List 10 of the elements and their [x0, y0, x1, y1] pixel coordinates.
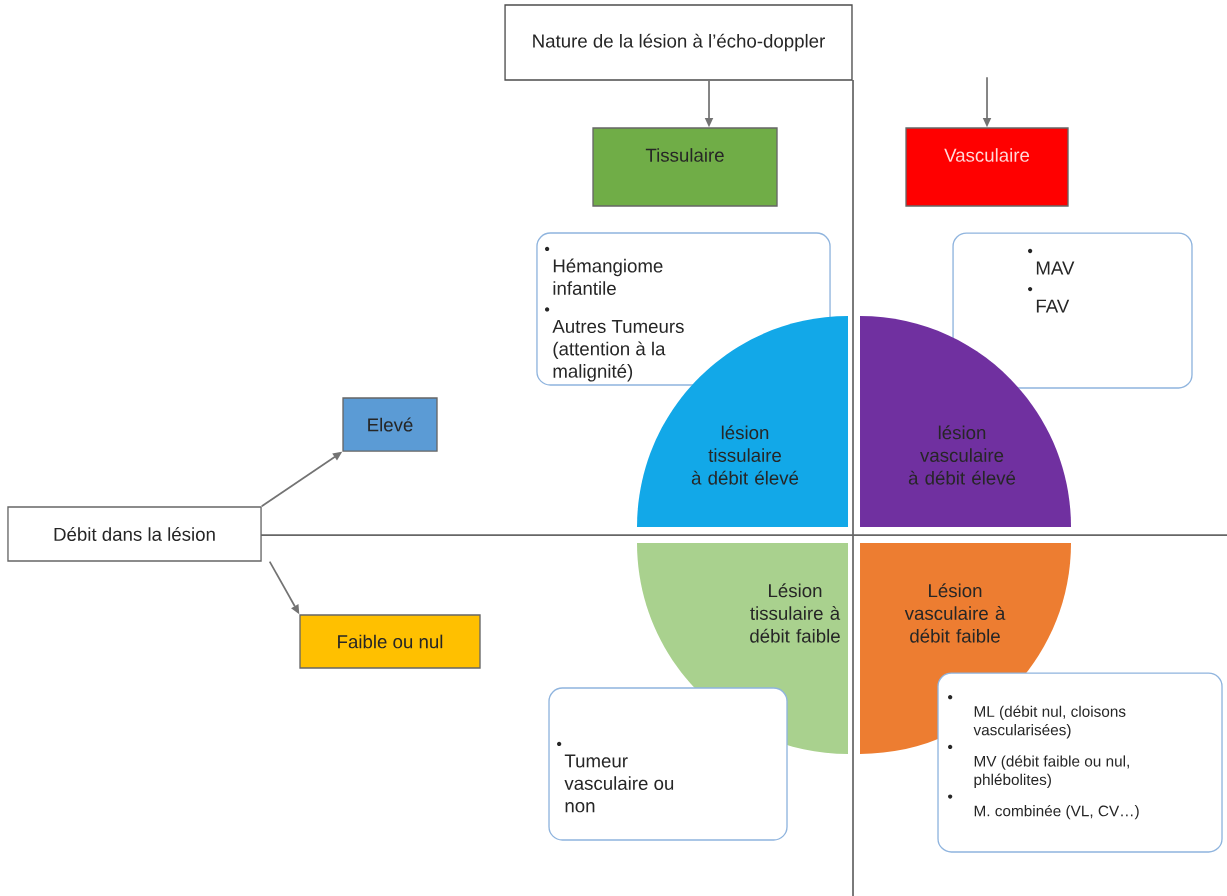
list-box: ML (débit nul, cloisons vascularisées) MV (débit faible ou nul, phlébolites) M. combinée (VL, CV…) [937, 672, 1223, 853]
quarter-sector: lésion vasculaire à débit élevé [860, 316, 1071, 527]
label-box: Faible ou nul [299, 614, 481, 669]
label-box: Elevé [342, 397, 438, 452]
list-box: Tumeur vasculaire ou non [548, 687, 788, 841]
list-box: MAV FAV [952, 232, 1193, 389]
label-box: Tissulaire [592, 127, 778, 207]
label-box: Vasculaire [905, 127, 1069, 207]
label-box: Débit dans la lésion [7, 506, 262, 562]
label-box: Nature de la lésion à l’écho-doppler [504, 4, 853, 81]
